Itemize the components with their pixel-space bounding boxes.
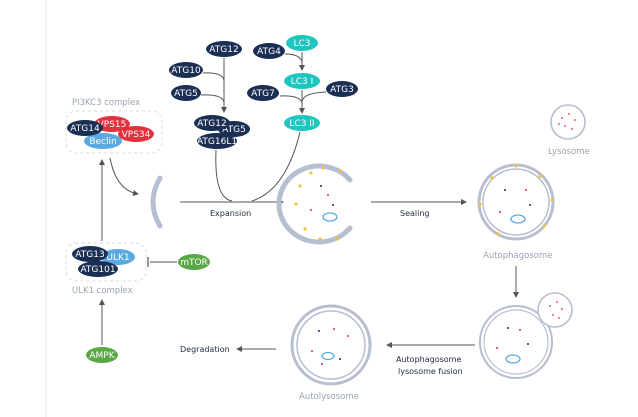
atg10-join-curve <box>202 72 225 81</box>
svg-text:ATG5: ATG5 <box>222 125 246 135</box>
degradation-label: Degradation <box>180 345 230 354</box>
lc3ii-to-expansion-line <box>251 131 301 202</box>
pill-atg14: ATG14 <box>67 120 103 136</box>
svg-text:ATG5: ATG5 <box>174 89 198 99</box>
svg-text:ATG3: ATG3 <box>330 85 354 95</box>
autophagosome <box>477 163 555 241</box>
autophagosome-label: Autophagosome <box>483 251 552 261</box>
atg16l1-to-expansion-line <box>215 149 233 202</box>
svg-text:AMPK: AMPK <box>89 351 115 361</box>
pill-atg12-top: ATG12 <box>206 41 242 57</box>
svg-text:ATG7: ATG7 <box>251 89 275 99</box>
pill-lc3-ii: LC3 II <box>284 115 320 131</box>
expanding-phagophore <box>276 163 353 245</box>
svg-text:ATG10: ATG10 <box>171 66 201 76</box>
pill-atg7: ATG7 <box>247 85 279 101</box>
atg7-join-curve <box>279 95 303 104</box>
pill-atg4: ATG4 <box>253 43 285 59</box>
pill-beclin: Beclin <box>84 133 122 149</box>
svg-text:LC3 II: LC3 II <box>289 119 314 129</box>
pi3kc3-complex-outline <box>65 110 163 154</box>
pill-atg101: ATG101 <box>78 261 118 277</box>
expansion-label: Expansion <box>210 209 251 218</box>
lysosome-label: Lysosome <box>548 147 590 157</box>
svg-text:mTOR: mTOR <box>180 258 208 268</box>
svg-text:ULK1: ULK1 <box>106 253 129 263</box>
svg-text:ATG4: ATG4 <box>257 47 281 57</box>
svg-text:LC3: LC3 <box>293 39 310 49</box>
pill-ulk1: ULK1 <box>101 249 135 265</box>
atg5-join-curve <box>200 94 225 103</box>
sealing-label: Sealing <box>400 209 430 218</box>
pi3kc3-to-phagophore-arrow <box>109 157 139 197</box>
fusing-autophagosome <box>479 305 553 379</box>
fusion-label-line2: lysosome fusion <box>398 367 463 376</box>
ulk1-complex-outline <box>65 242 147 282</box>
atg4-join-curve <box>284 53 303 63</box>
phagophore <box>150 175 163 229</box>
svg-text:Beclin: Beclin <box>89 137 116 147</box>
ulk1-complex-label: ULK1 complex <box>72 286 133 296</box>
pill-mtor: mTOR <box>178 254 210 270</box>
pill-atg10: ATG10 <box>169 62 203 78</box>
svg-text:VPS15: VPS15 <box>98 120 127 130</box>
fusing-lysosome <box>537 292 573 328</box>
fusion-label-line1: Autophagosome <box>396 355 461 364</box>
svg-text:ATG101: ATG101 <box>80 265 115 275</box>
svg-text:ATG16L1: ATG16L1 <box>197 137 237 147</box>
atg3-join-curve <box>301 91 327 102</box>
lysosome <box>550 104 586 140</box>
svg-text:ATG12: ATG12 <box>197 119 226 129</box>
svg-text:ATG12: ATG12 <box>209 45 238 55</box>
pill-lc3: LC3 <box>286 35 318 51</box>
svg-text:LC3 I: LC3 I <box>291 77 314 87</box>
pill-ampk: AMPK <box>86 347 118 363</box>
autolysosome-label: Autolysosome <box>299 392 359 402</box>
svg-text:ATG14: ATG14 <box>70 124 100 134</box>
pill-atg12-complex: ATG12 <box>194 115 230 131</box>
pill-vps34: VPS34 <box>118 126 154 142</box>
svg-text:ATG13: ATG13 <box>75 250 104 260</box>
pill-atg16l1: ATG16L1 <box>197 133 237 149</box>
pill-atg3: ATG3 <box>326 81 358 97</box>
pill-atg5-left: ATG5 <box>171 85 201 101</box>
autolysosome <box>290 304 372 386</box>
pill-lc3-i: LC3 I <box>284 73 320 89</box>
pi3kc3-complex-label: PI3KC3 complex <box>72 98 140 108</box>
pill-atg13: ATG13 <box>72 246 108 262</box>
svg-text:VPS34: VPS34 <box>122 130 151 140</box>
